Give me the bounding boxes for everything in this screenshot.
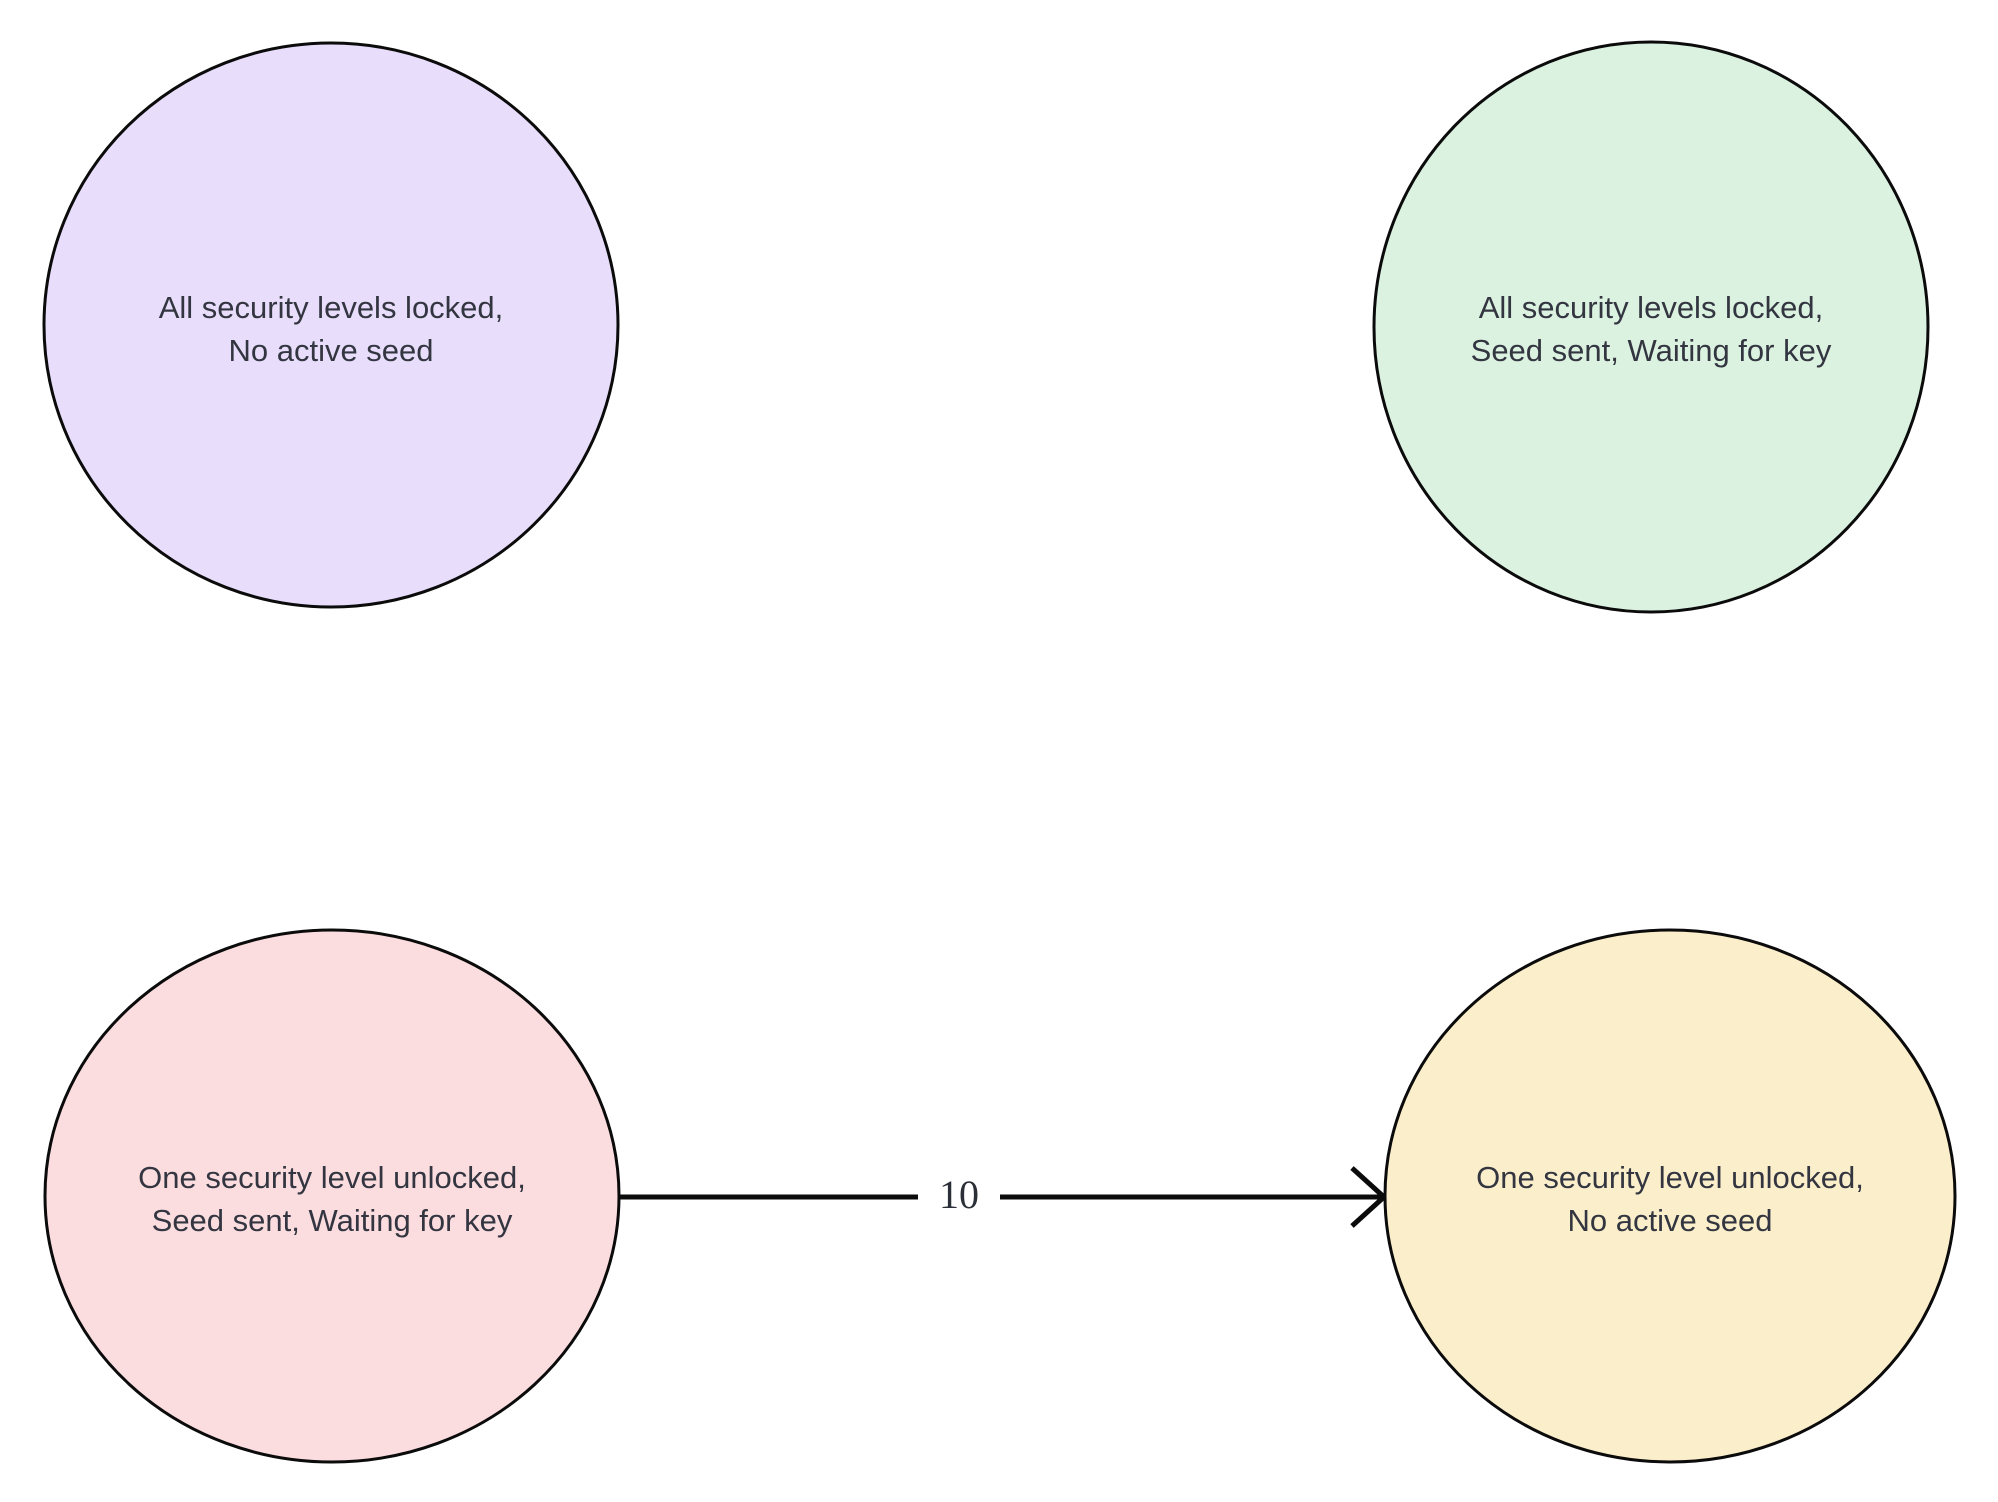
node-label-line-2: No active seed xyxy=(228,333,433,368)
node-label-line-1: One security level unlocked, xyxy=(138,1160,526,1195)
node-label-line-1: All security levels locked, xyxy=(159,290,504,325)
node-label-line-2: Seed sent, Waiting for key xyxy=(1471,333,1832,368)
node-circle-purple xyxy=(42,41,620,609)
node-label-line-2: No active seed xyxy=(1567,1203,1772,1238)
node-label-line-2: Seed sent, Waiting for key xyxy=(152,1203,513,1238)
state-node-one-level-unlocked-seed-sent[interactable]: One security level unlocked, Seed sent, … xyxy=(43,928,621,1464)
edge-10-label: 10 xyxy=(939,1172,979,1217)
state-node-all-levels-locked-seed-sent[interactable]: All security levels locked, Seed sent, W… xyxy=(1372,40,1930,614)
node-label-line-1: All security levels locked, xyxy=(1479,290,1824,325)
node-circle-yellow xyxy=(1383,928,1957,1464)
edge-10-group[interactable]: 10 xyxy=(618,1166,1388,1228)
node-circle-pink xyxy=(43,928,621,1464)
state-node-one-level-unlocked-no-seed[interactable]: One security level unlocked, No active s… xyxy=(1383,928,1957,1464)
node-circle-green xyxy=(1372,40,1930,614)
node-label-line-1: One security level unlocked, xyxy=(1476,1160,1864,1195)
state-node-all-levels-locked-no-seed[interactable]: All security levels locked, No active se… xyxy=(42,41,620,609)
